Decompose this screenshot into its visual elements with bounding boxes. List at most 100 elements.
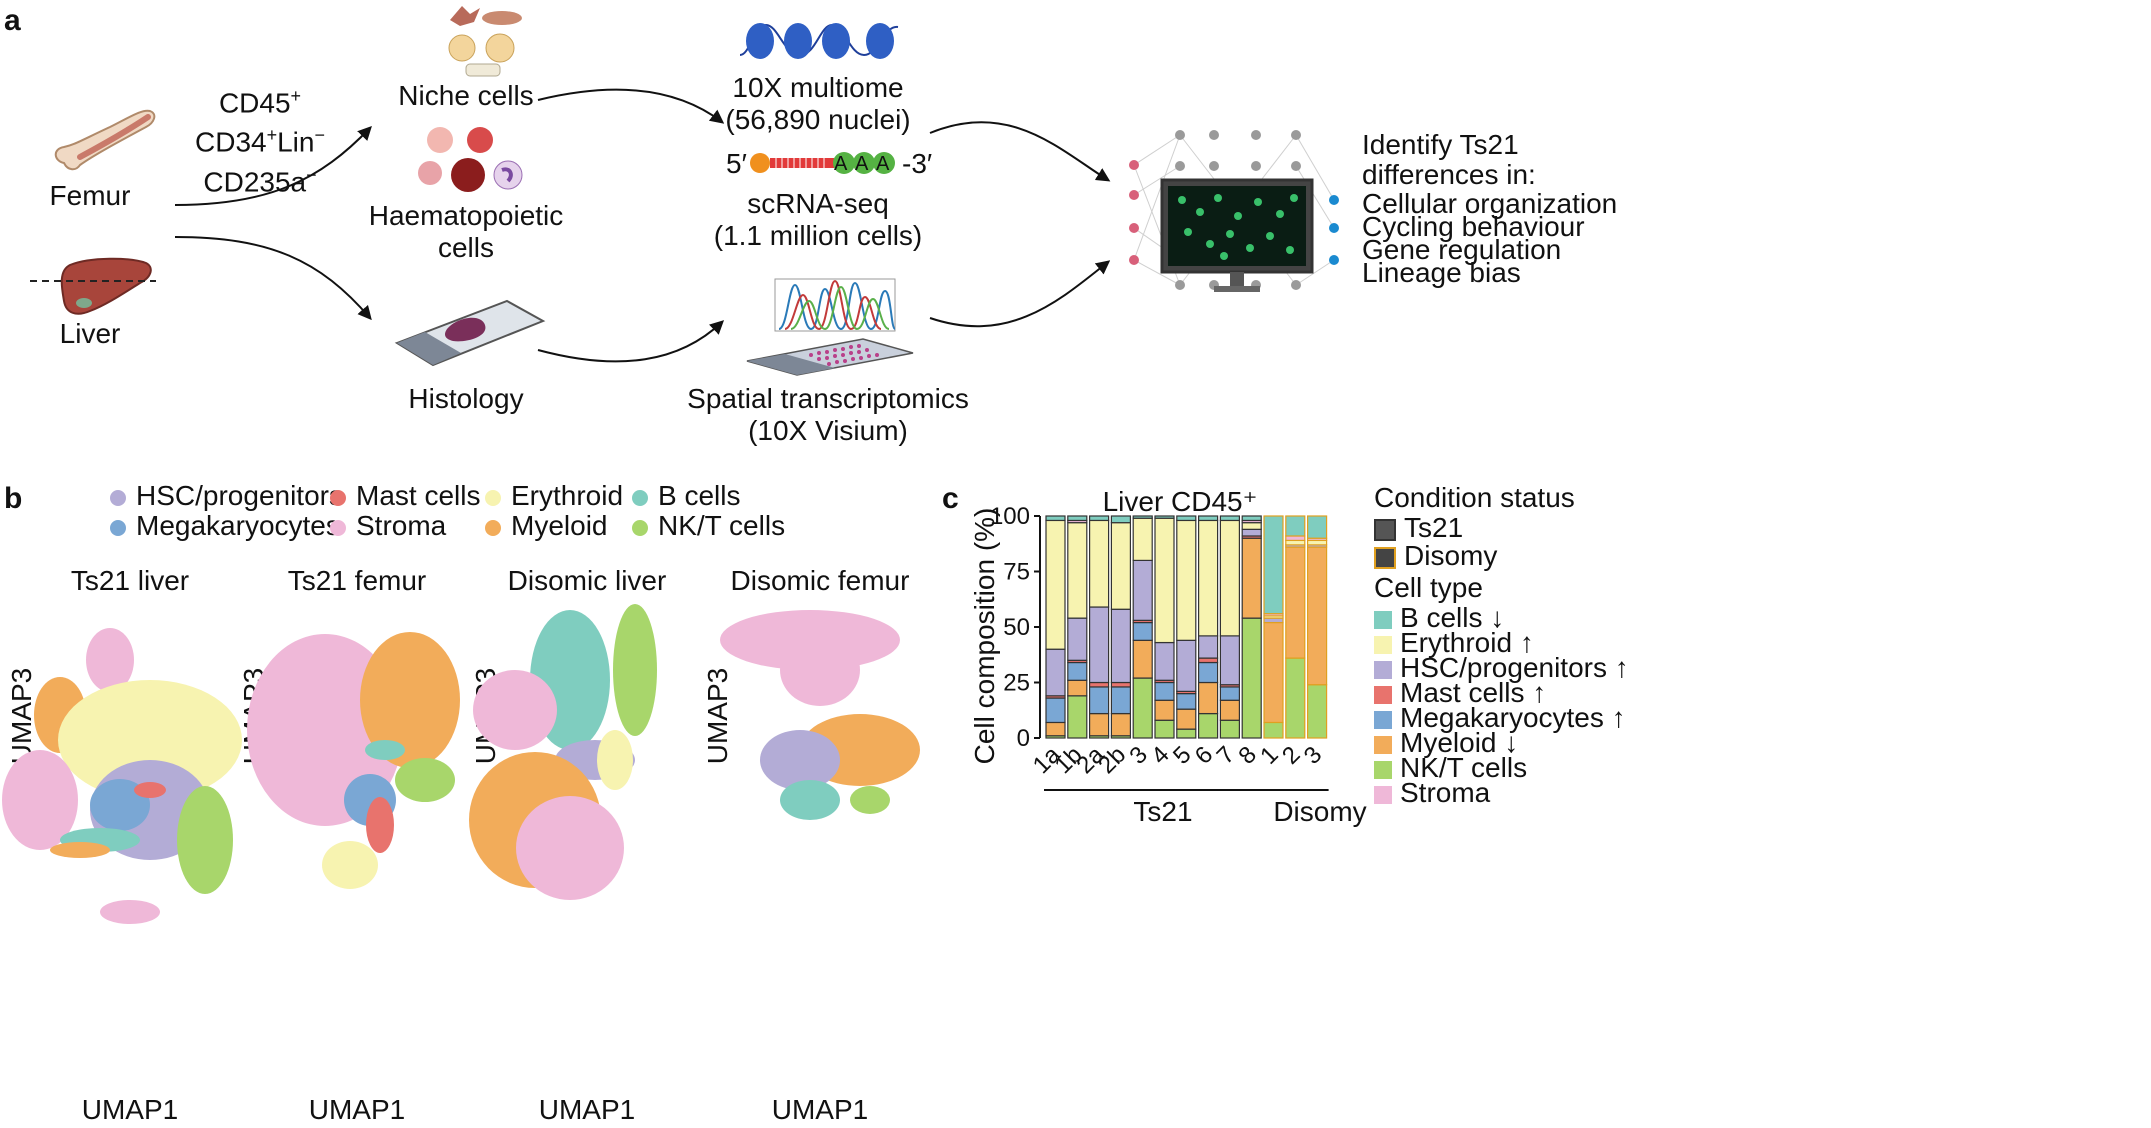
umap-xlabel: UMAP1	[308, 1094, 406, 1125]
y-tick-label: 100	[990, 503, 1030, 530]
bar-segment	[1285, 535, 1306, 542]
bar-segment	[1219, 519, 1240, 637]
bar-segment	[1088, 606, 1110, 684]
mrna-construct-icon	[750, 152, 895, 174]
x-tick-label: 3	[1124, 741, 1153, 770]
difference-item: Lineage bias	[1362, 257, 1521, 288]
ct-hsc: HSC/progenitors ↑	[1374, 652, 1629, 684]
bar-segment	[1241, 617, 1262, 739]
multiome-label: 10X multiome (56,890 nuclei)	[725, 72, 911, 135]
bar-segment	[1132, 639, 1153, 679]
y-tick-label: 50	[1003, 614, 1030, 641]
x-tick-label: 5	[1168, 741, 1197, 770]
bar-segment	[1067, 695, 1088, 739]
ct-mast: Mast cells ↑	[1374, 677, 1546, 709]
umap-title-disomic-liver: Disomic liver	[507, 565, 667, 596]
spatial-label: Spatial transcriptomics (10X Visium)	[687, 383, 969, 446]
umap-title-ts21-femur: Ts21 femur	[287, 565, 427, 596]
bar-segment	[1088, 681, 1110, 688]
legend-item-bcells: B cells	[632, 480, 740, 512]
bar-segment	[1132, 677, 1153, 739]
bar-segment	[1067, 515, 1088, 522]
bar-segment	[1176, 728, 1197, 739]
bar-segment	[1110, 522, 1132, 610]
bar-segment	[1176, 693, 1197, 710]
histology-label: Histology	[408, 383, 524, 414]
bar-segment	[1045, 721, 1066, 737]
bar-segment	[1132, 621, 1153, 641]
bar-segment	[1154, 681, 1175, 701]
bar-segment	[1307, 684, 1328, 739]
haematopoietic-cells-icon	[418, 127, 523, 192]
differences-list: Cellular organization Cycling behaviour …	[1362, 190, 1617, 288]
five-prime-label: 5′	[726, 148, 747, 179]
sort-markers: CD45+ CD34+Lin− CD235a−	[195, 86, 325, 197]
umap-ts21-femur	[247, 632, 460, 889]
legend-item-stroma: Stroma	[330, 510, 446, 542]
bar-segment	[1176, 708, 1197, 730]
bar-segment	[1088, 519, 1110, 608]
bar-segment	[1110, 686, 1132, 715]
x-tick-label: 1	[1255, 741, 1284, 770]
neural-network-monitor-icon	[1129, 130, 1339, 292]
celltype-legend-title: Cell type	[1374, 572, 1483, 603]
umap-title-ts21-liver: Ts21 liver	[70, 565, 190, 596]
identify-text: Identify Ts21 differences in:	[1362, 129, 1536, 190]
bar-segment	[1241, 528, 1262, 537]
panel-letter-b: b	[4, 482, 23, 515]
bar-segment	[1045, 519, 1066, 650]
umap-disomic-liver	[469, 604, 657, 900]
bar-segment	[1154, 641, 1175, 681]
bar-segment	[1045, 697, 1066, 724]
y-tick-label: 0	[1017, 725, 1030, 752]
bar-segment	[1263, 721, 1284, 739]
bar-segment	[1110, 712, 1132, 737]
difference-item: Cycling behaviour	[1362, 211, 1585, 242]
bar-segment	[1088, 712, 1110, 737]
haem-label: Haematopoietic cells	[368, 200, 564, 263]
bar-segment	[1307, 515, 1328, 539]
bar-segment	[1198, 519, 1219, 637]
ct-stroma: Stroma	[1374, 777, 1490, 809]
liver-icon	[30, 257, 156, 315]
bar-segment	[1045, 648, 1066, 697]
bar-segment	[1132, 517, 1153, 561]
difference-item: Gene regulation	[1362, 234, 1562, 265]
bar-segment	[1176, 639, 1197, 692]
bar-segment	[1307, 546, 1328, 686]
umap-disomic-femur	[720, 610, 920, 820]
bar-segment	[1285, 539, 1306, 546]
chart-title: Liver CD45⁺	[1102, 486, 1258, 517]
bar-segment	[1241, 522, 1262, 530]
bar-segment	[1241, 515, 1262, 522]
bar-segment	[1307, 539, 1328, 546]
group-label-ts21: Ts21	[1133, 796, 1193, 827]
ct-nkt: NK/T cells	[1374, 752, 1527, 784]
bar-segment	[1088, 686, 1110, 715]
bar-segment	[1285, 515, 1306, 537]
umap-title-disomic-femur: Disomic femur	[730, 565, 910, 596]
condition-legend-ts21: Ts21	[1374, 512, 1463, 544]
polya-a1: A	[834, 153, 848, 175]
bar-segment	[1154, 515, 1175, 519]
umap-xlabel: UMAP1	[771, 1094, 869, 1125]
niche-cells-icon	[448, 6, 522, 77]
panel-letter-a: a	[4, 4, 21, 37]
legend-item-hsc: HSC/progenitors	[110, 480, 343, 512]
bar-segment	[1219, 699, 1240, 721]
nucleosome-icon	[739, 23, 899, 59]
bar-segment	[1219, 686, 1240, 701]
femur-icon	[54, 109, 156, 171]
bar-segment	[1198, 681, 1219, 715]
bar-segment	[1241, 537, 1262, 619]
umap-ts21-liver	[2, 628, 242, 924]
bar-segment	[1154, 517, 1175, 644]
bar-segment	[1198, 635, 1219, 659]
niche-label: Niche cells	[398, 80, 534, 111]
bar-segment	[1045, 515, 1066, 522]
ct-erythroid: Erythroid ↑	[1374, 627, 1534, 659]
bar-segment	[1067, 522, 1088, 619]
condition-legend-disomy: Disomy	[1374, 540, 1497, 572]
ct-bcells: B cells ↓	[1374, 602, 1504, 634]
bar-segment	[1132, 559, 1153, 621]
